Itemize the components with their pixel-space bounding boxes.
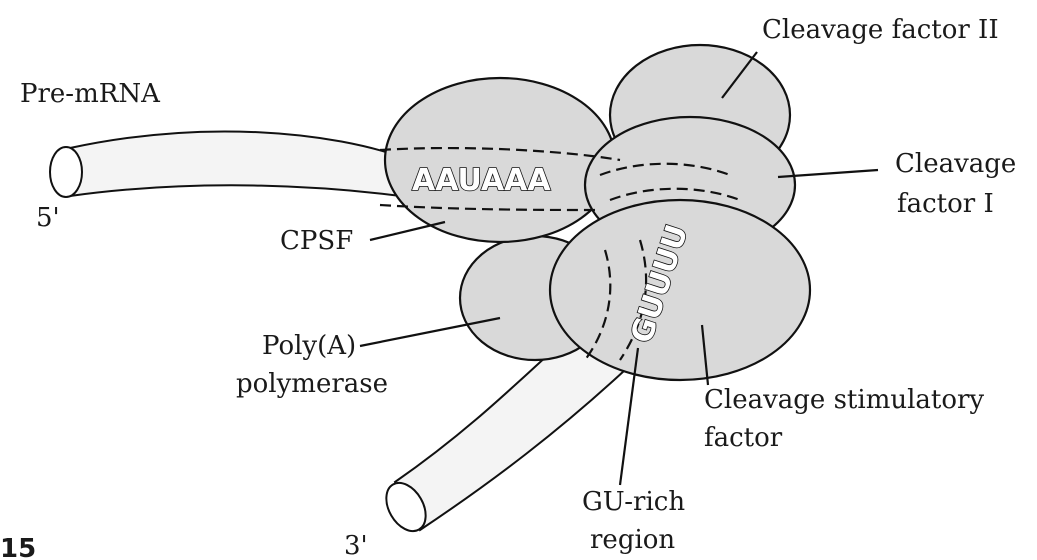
cleavage-stimulatory-factor-label-line2: factor xyxy=(704,423,783,453)
five-prime-tube-end xyxy=(50,147,82,197)
gu-rich-region-label-line2: region xyxy=(590,525,675,555)
cleavage-factor-i-label-line2: factor I xyxy=(897,189,994,219)
gu-rich-region-label-line1: GU-rich xyxy=(582,487,685,517)
cpsf-blob xyxy=(385,78,615,242)
three-prime-label: 3' xyxy=(344,531,368,560)
polya-polymerase-label-line1: Poly(A) xyxy=(262,331,356,361)
pre-mrna-tube-upper xyxy=(70,131,430,200)
cpsf-label: CPSF xyxy=(280,226,353,256)
aauaaa-sequence: AAUAAA xyxy=(412,163,551,198)
five-prime-label: 5' xyxy=(36,203,60,233)
figure-number-fragment: 15 xyxy=(0,534,36,560)
polya-polymerase-label-line2: polymerase xyxy=(236,369,388,399)
cleavage-factor-ii-label: Cleavage factor II xyxy=(762,15,999,45)
cleavage-stimulatory-factor-label-line1: Cleavage stimulatory xyxy=(704,385,984,415)
cleavage-factor-i-label-line1: Cleavage xyxy=(895,149,1016,179)
pre-mrna-label: Pre-mRNA xyxy=(20,79,161,109)
cpsf-leader xyxy=(370,222,445,240)
